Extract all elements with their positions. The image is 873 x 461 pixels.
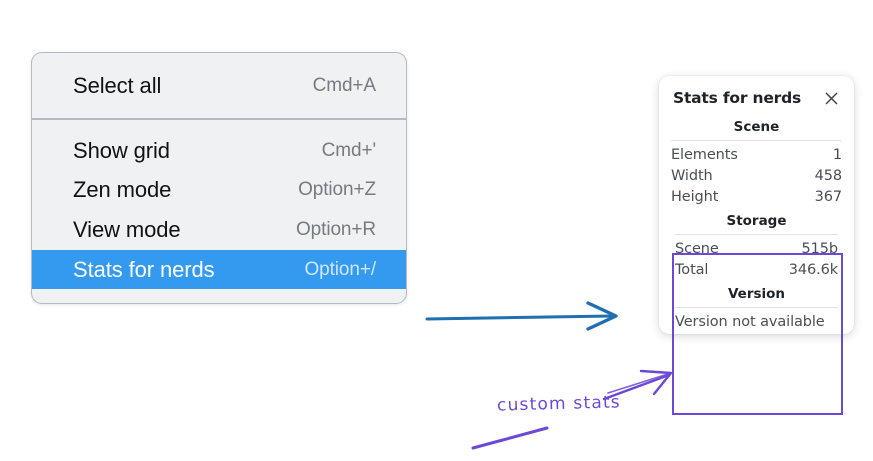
blue-arrow (425, 301, 618, 331)
menu-section-secondary: Show grid Cmd+' Zen mode Option+Z View m… (32, 120, 406, 304)
menu-item-label: Zen mode (73, 177, 172, 203)
stat-row-scene-storage: Scene 515b (675, 238, 838, 259)
menu-item-shortcut: Cmd+' (321, 139, 376, 161)
stat-value: 346.6k (788, 261, 838, 278)
menu-item-label: Select all (73, 73, 162, 98)
annotation-custom-stats-label: custom stats (496, 392, 622, 416)
stat-row-elements: Elements 1 (671, 144, 842, 165)
version-note: Version not available (675, 314, 825, 330)
stat-label: Elements (671, 146, 738, 163)
stat-label: Width (671, 167, 713, 184)
menu-item-shortcut: Option+/ (304, 258, 376, 280)
menu-section-primary: Select all Cmd+A (32, 53, 406, 118)
stat-label: Scene (675, 240, 719, 257)
stats-for-nerds-panel: Stats for nerds Scene Elements 1 Width 4… (659, 76, 854, 334)
group-heading-scene: Scene (733, 119, 780, 135)
menu-item-shortcut: Cmd+A (312, 75, 376, 97)
close-icon[interactable] (823, 90, 840, 107)
menu-divider (32, 117, 406, 120)
group-rule (675, 307, 838, 308)
menu-item-zen-mode[interactable]: Zen mode Option+Z (32, 170, 406, 210)
panel-body: Scene Elements 1 Width 458 Height 367 St… (659, 113, 854, 334)
menu-item-shortcut: Option+Z (298, 179, 376, 201)
panel-header: Stats for nerds (659, 76, 854, 113)
stat-value: 515b (801, 240, 839, 257)
stat-label: Height (671, 188, 719, 205)
group-heading-storage: Storage (726, 213, 787, 229)
stat-row-height: Height 367 (671, 186, 842, 207)
stat-row-total-storage: Total 346.6k (675, 259, 838, 280)
menu-item-shortcut: Option+R (296, 219, 376, 241)
context-menu[interactable]: Select all Cmd+A Show grid Cmd+' Zen mod… (31, 52, 407, 305)
menu-item-stats-for-nerds[interactable]: Stats for nerds Option+/ (32, 249, 406, 290)
menu-item-select-all[interactable]: Select all Cmd+A (32, 66, 406, 106)
menu-item-label: Show grid (73, 137, 170, 163)
stat-row-width: Width 458 (671, 165, 842, 186)
stat-value: 458 (814, 167, 842, 184)
menu-item-view-mode[interactable]: View mode Option+R (32, 210, 406, 250)
stat-value: 1 (832, 146, 842, 163)
custom-stats-section: Storage Scene 515b Total 346.6k Version … (671, 207, 842, 334)
group-rule (675, 234, 838, 235)
group-rule (671, 140, 842, 141)
stat-value: 367 (814, 188, 842, 205)
menu-item-label: Stats for nerds (73, 256, 215, 282)
purple-underline-stroke (471, 426, 549, 450)
stat-label: Total (675, 261, 709, 278)
panel-title: Stats for nerds (673, 89, 802, 107)
menu-item-show-grid[interactable]: Show grid Cmd+' (32, 131, 406, 171)
menu-item-label: View mode (73, 217, 181, 243)
group-heading-version: Version (727, 286, 786, 302)
